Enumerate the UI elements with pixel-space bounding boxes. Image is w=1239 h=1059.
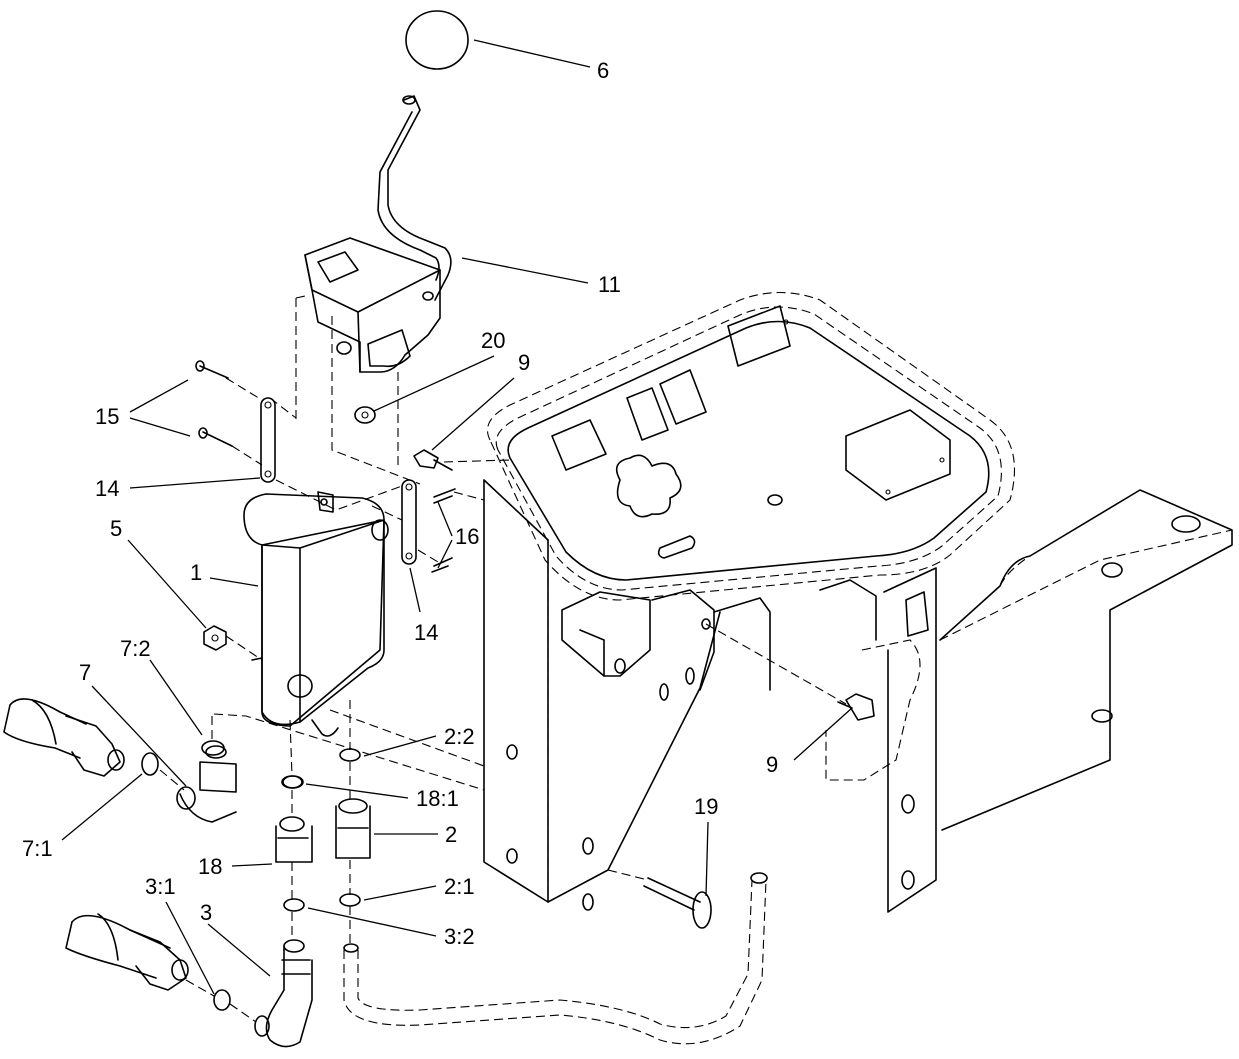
bolt-part-19 — [643, 877, 712, 929]
pins-part-15 — [195, 360, 233, 447]
link-part-14-right — [401, 479, 417, 565]
callout-2-1: 2:1 — [444, 874, 475, 899]
callout-2-2: 2:2 — [444, 724, 475, 749]
callout-20: 20 — [481, 328, 505, 353]
callout-2: 2 — [445, 822, 457, 847]
callout-9-lower: 9 — [766, 752, 778, 777]
callout-3: 3 — [200, 900, 212, 925]
elbow-tube-part-3 — [254, 939, 313, 1048]
callout-1: 1 — [190, 560, 202, 585]
bolt-part-9-lower — [837, 693, 875, 721]
callout-19: 19 — [694, 794, 718, 819]
hose-upper — [3, 698, 125, 777]
link-part-14-left — [260, 397, 276, 483]
assembly-lines — [159, 295, 847, 1023]
callout-18: 18 — [198, 854, 222, 879]
tube-dashed — [343, 872, 768, 1045]
fitting-part-2 — [335, 798, 371, 859]
cotter-pins-part-16 — [431, 488, 456, 573]
callout-labels: 6 11 20 9 15 14 16 14 5 1 7:2 7 2:2 18:1… — [22, 58, 778, 949]
callout-7-2: 7:2 — [120, 636, 151, 661]
elbow-fitting-part-7 — [176, 745, 237, 823]
callout-14-left: 14 — [95, 476, 119, 501]
callout-3-2: 3:2 — [444, 924, 475, 949]
oring-part-3-1 — [213, 989, 231, 1011]
nut-part-20 — [354, 406, 376, 424]
callout-15: 15 — [95, 404, 119, 429]
callout-6: 6 — [597, 58, 609, 83]
callout-7-1: 7:1 — [22, 836, 53, 861]
bolt-part-9-upper — [413, 449, 453, 471]
callout-14-right: 14 — [414, 620, 438, 645]
frame-assembly — [483, 291, 1233, 913]
lever-housing — [304, 237, 441, 373]
plug-part-5 — [203, 625, 227, 651]
callout-16: 16 — [455, 524, 479, 549]
callout-3-1: 3:1 — [145, 874, 176, 899]
oring-part-3-2 — [283, 898, 305, 912]
oring-part-7-2 — [201, 740, 225, 756]
valve-body-part-1 — [243, 491, 389, 737]
hose-lower — [65, 913, 189, 991]
fitting-part-18 — [275, 775, 313, 863]
callout-9-upper: 9 — [518, 350, 530, 375]
oring-part-7-1 — [141, 752, 159, 776]
oring-part-2-1 — [339, 893, 361, 907]
callout-7: 7 — [79, 660, 91, 685]
knob-part-6 — [405, 10, 469, 70]
callout-5: 5 — [110, 516, 122, 541]
leader-lines — [61, 39, 853, 995]
oring-part-18-1 — [282, 775, 304, 789]
callout-11: 11 — [598, 272, 621, 297]
callout-18-1: 18:1 — [416, 786, 459, 811]
